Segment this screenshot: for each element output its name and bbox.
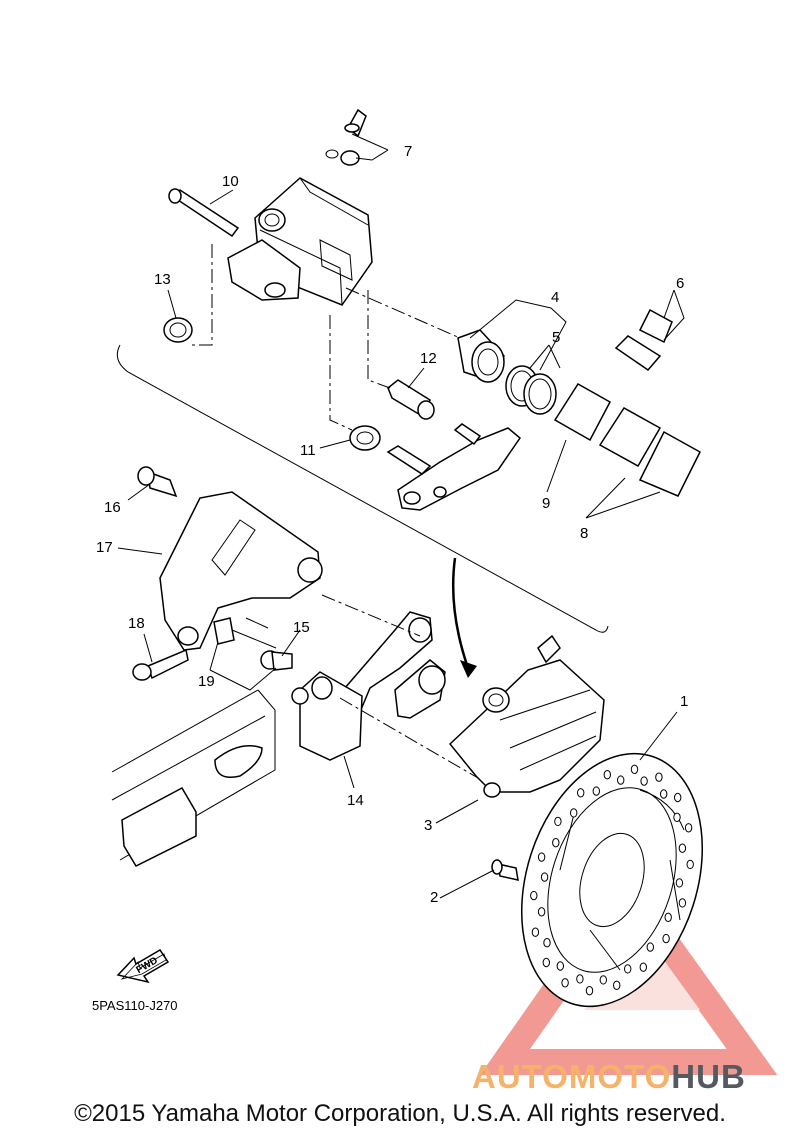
disc-hole	[624, 964, 632, 974]
disc-hole	[678, 898, 687, 908]
callout-16: 16	[104, 499, 121, 516]
disc-hole	[673, 812, 681, 822]
disc-hole	[660, 789, 668, 799]
callout-9: 9	[542, 495, 550, 512]
callout-10: 10	[222, 173, 239, 190]
disc-hole	[556, 961, 564, 971]
disc-hole	[530, 890, 538, 901]
callout-11: 11	[300, 442, 316, 459]
disc-hole	[655, 772, 663, 782]
assembly-arrow	[451, 557, 477, 678]
callout-7: 7	[404, 143, 412, 160]
disc-hole	[543, 938, 551, 948]
caliper-exploded	[163, 108, 701, 511]
disc-hole	[675, 878, 684, 888]
disc-hole	[537, 852, 546, 862]
fwd-arrow-icon: FWD	[116, 948, 170, 984]
callout-8: 8	[580, 525, 588, 542]
disc-hole	[674, 792, 682, 803]
disc-hole	[531, 927, 540, 937]
disc-hole	[542, 957, 550, 968]
callout-13: 13	[154, 271, 171, 288]
callout-5: 5	[552, 329, 560, 346]
watermark-text: AUTOMOTOHUB	[472, 1058, 746, 1095]
svg-text:AUTOMOTOHUB: AUTOMOTOHUB	[472, 1058, 746, 1095]
callout-4: 4	[551, 289, 559, 306]
callout-6: 6	[676, 275, 684, 292]
disc-hole	[537, 907, 546, 917]
callout-12: 12	[420, 350, 437, 367]
callout-1: 1	[680, 693, 688, 710]
watermark-part2: HUB	[671, 1058, 746, 1095]
disc-hole	[640, 776, 648, 786]
disc-hole	[684, 823, 693, 833]
disc-hole	[630, 764, 639, 774]
disc-hole	[570, 808, 578, 818]
callout-15: 15	[293, 619, 310, 636]
disc-hole	[576, 974, 584, 984]
disc-hole	[617, 775, 625, 785]
leader-lines	[117, 133, 685, 899]
watermark-part1: AUTOMOTO	[472, 1058, 671, 1095]
disc-hole	[599, 975, 607, 985]
disc-hole	[603, 770, 611, 780]
disc-hole	[561, 978, 569, 988]
disc-hole	[577, 788, 585, 798]
disc-hole	[639, 962, 647, 972]
disc-hole	[554, 816, 562, 827]
brake-disc	[491, 752, 704, 1008]
disc-hole	[613, 980, 621, 990]
disc-hole	[662, 933, 670, 944]
callout-19: 19	[198, 673, 215, 690]
copyright-notice: ©2015 Yamaha Motor Corporation, U.S.A. A…	[74, 1100, 726, 1127]
callout-3: 3	[424, 817, 432, 834]
disc-hole	[540, 872, 549, 882]
disc-hole	[686, 859, 694, 870]
lower-assembly	[111, 466, 605, 867]
callout-2: 2	[430, 889, 438, 906]
assembly-divider	[116, 344, 609, 633]
diagram-reference-code: 5PAS110-J270	[92, 998, 178, 1013]
disc-hole	[646, 942, 654, 952]
disc-hole	[592, 786, 600, 796]
callout-18: 18	[128, 615, 145, 632]
disc-hole	[664, 912, 672, 922]
disc-hole	[678, 843, 687, 853]
callout-14: 14	[347, 792, 364, 809]
disc-hole	[552, 838, 560, 848]
disc-hole	[585, 986, 594, 996]
callout-17: 17	[96, 539, 113, 556]
callout-labels: 1 2 3 4 5 6 7 8 9 10 11 12 13 14 15 16 1…	[96, 143, 688, 906]
